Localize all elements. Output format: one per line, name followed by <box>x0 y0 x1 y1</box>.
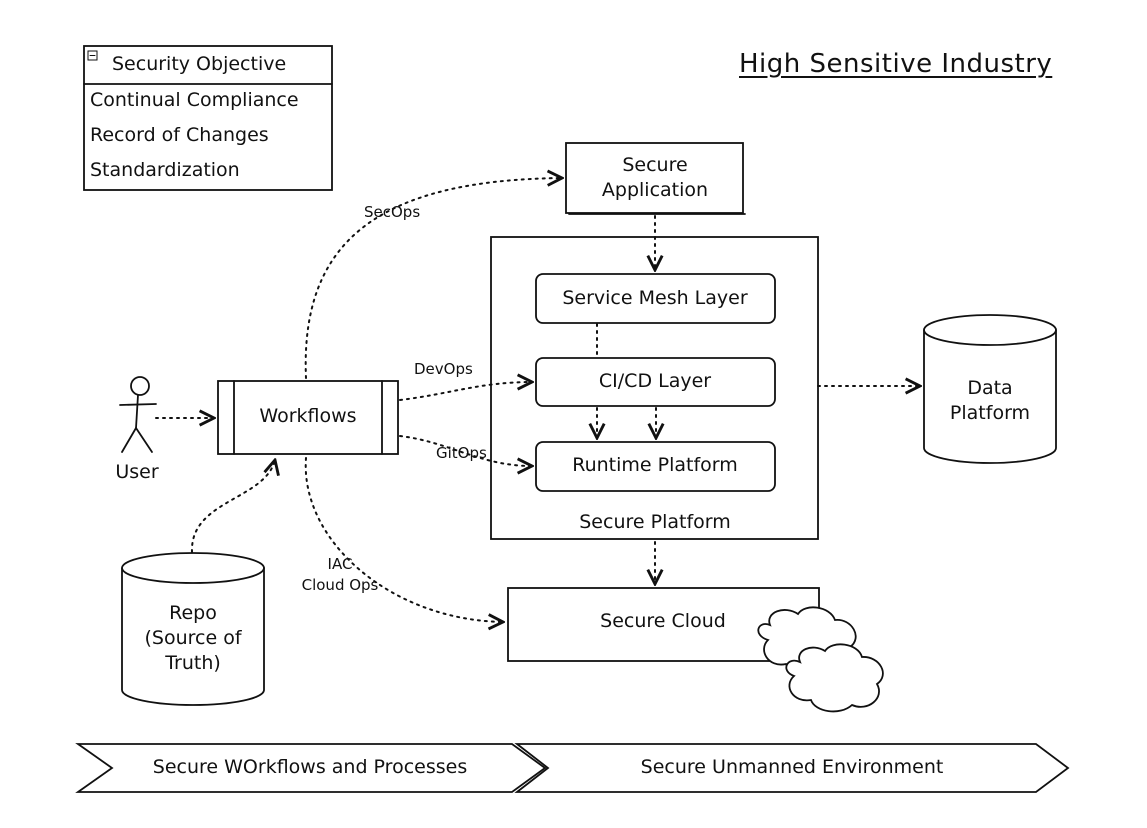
repo-label-1: Repo <box>169 602 217 624</box>
banner-left-label: Secure WOrkflows and Processes <box>152 756 468 778</box>
runtime-box <box>535 441 776 492</box>
objective-item: Record of Changes <box>90 124 269 146</box>
secure-application-label-1: Secure <box>622 154 688 176</box>
data-platform-cylinder <box>923 314 1057 464</box>
cicd-box <box>535 357 776 407</box>
page-title: High Sensitive Industry <box>739 49 1053 79</box>
gitops-label: GitOps <box>436 444 487 462</box>
workflows-box <box>217 380 399 455</box>
service-mesh-box <box>535 273 776 324</box>
service-mesh-label: Service Mesh Layer <box>562 287 748 309</box>
secure-platform-label: Secure Platform <box>579 511 731 533</box>
banner-right-label: Secure Unmanned Environment <box>640 756 944 778</box>
secure-application-label-2: Application <box>601 179 709 201</box>
secure-application-box <box>565 142 746 215</box>
cloud-icon <box>757 606 884 713</box>
user-label: User <box>115 461 159 483</box>
edge-secops <box>304 178 562 379</box>
cicd-label: CI/CD Layer <box>598 370 712 392</box>
edge-devops <box>399 382 532 401</box>
banner-right-shape <box>514 743 1070 793</box>
repo-cylinder <box>121 552 265 706</box>
repo-label-3: Truth) <box>165 652 221 674</box>
workflows-label: Workflows <box>259 405 357 427</box>
objective-item: Continual Compliance <box>90 89 299 111</box>
secure-cloud-label: Secure Cloud <box>600 610 726 632</box>
data-platform-label-2: Platform <box>949 402 1031 424</box>
edge-gitops <box>399 435 532 466</box>
edge-repo-to-workflows <box>190 460 275 553</box>
objective-item: Standardization <box>90 159 240 181</box>
user-stick-figure <box>119 376 157 453</box>
cloud-ops-label: Cloud Ops <box>301 576 379 594</box>
objectives-table <box>83 45 333 191</box>
secops-label: SecOps <box>364 203 421 221</box>
runtime-label: Runtime Platform <box>572 454 738 476</box>
data-platform-label-1: Data <box>967 377 1013 399</box>
banner-left-shape <box>75 743 547 793</box>
devops-label: DevOps <box>414 360 473 378</box>
iac-label: IAC <box>327 555 353 573</box>
objectives-header: Security Objective <box>112 53 287 75</box>
repo-label-2: (Source of <box>144 627 242 649</box>
edge-cloud-ops <box>304 457 503 622</box>
